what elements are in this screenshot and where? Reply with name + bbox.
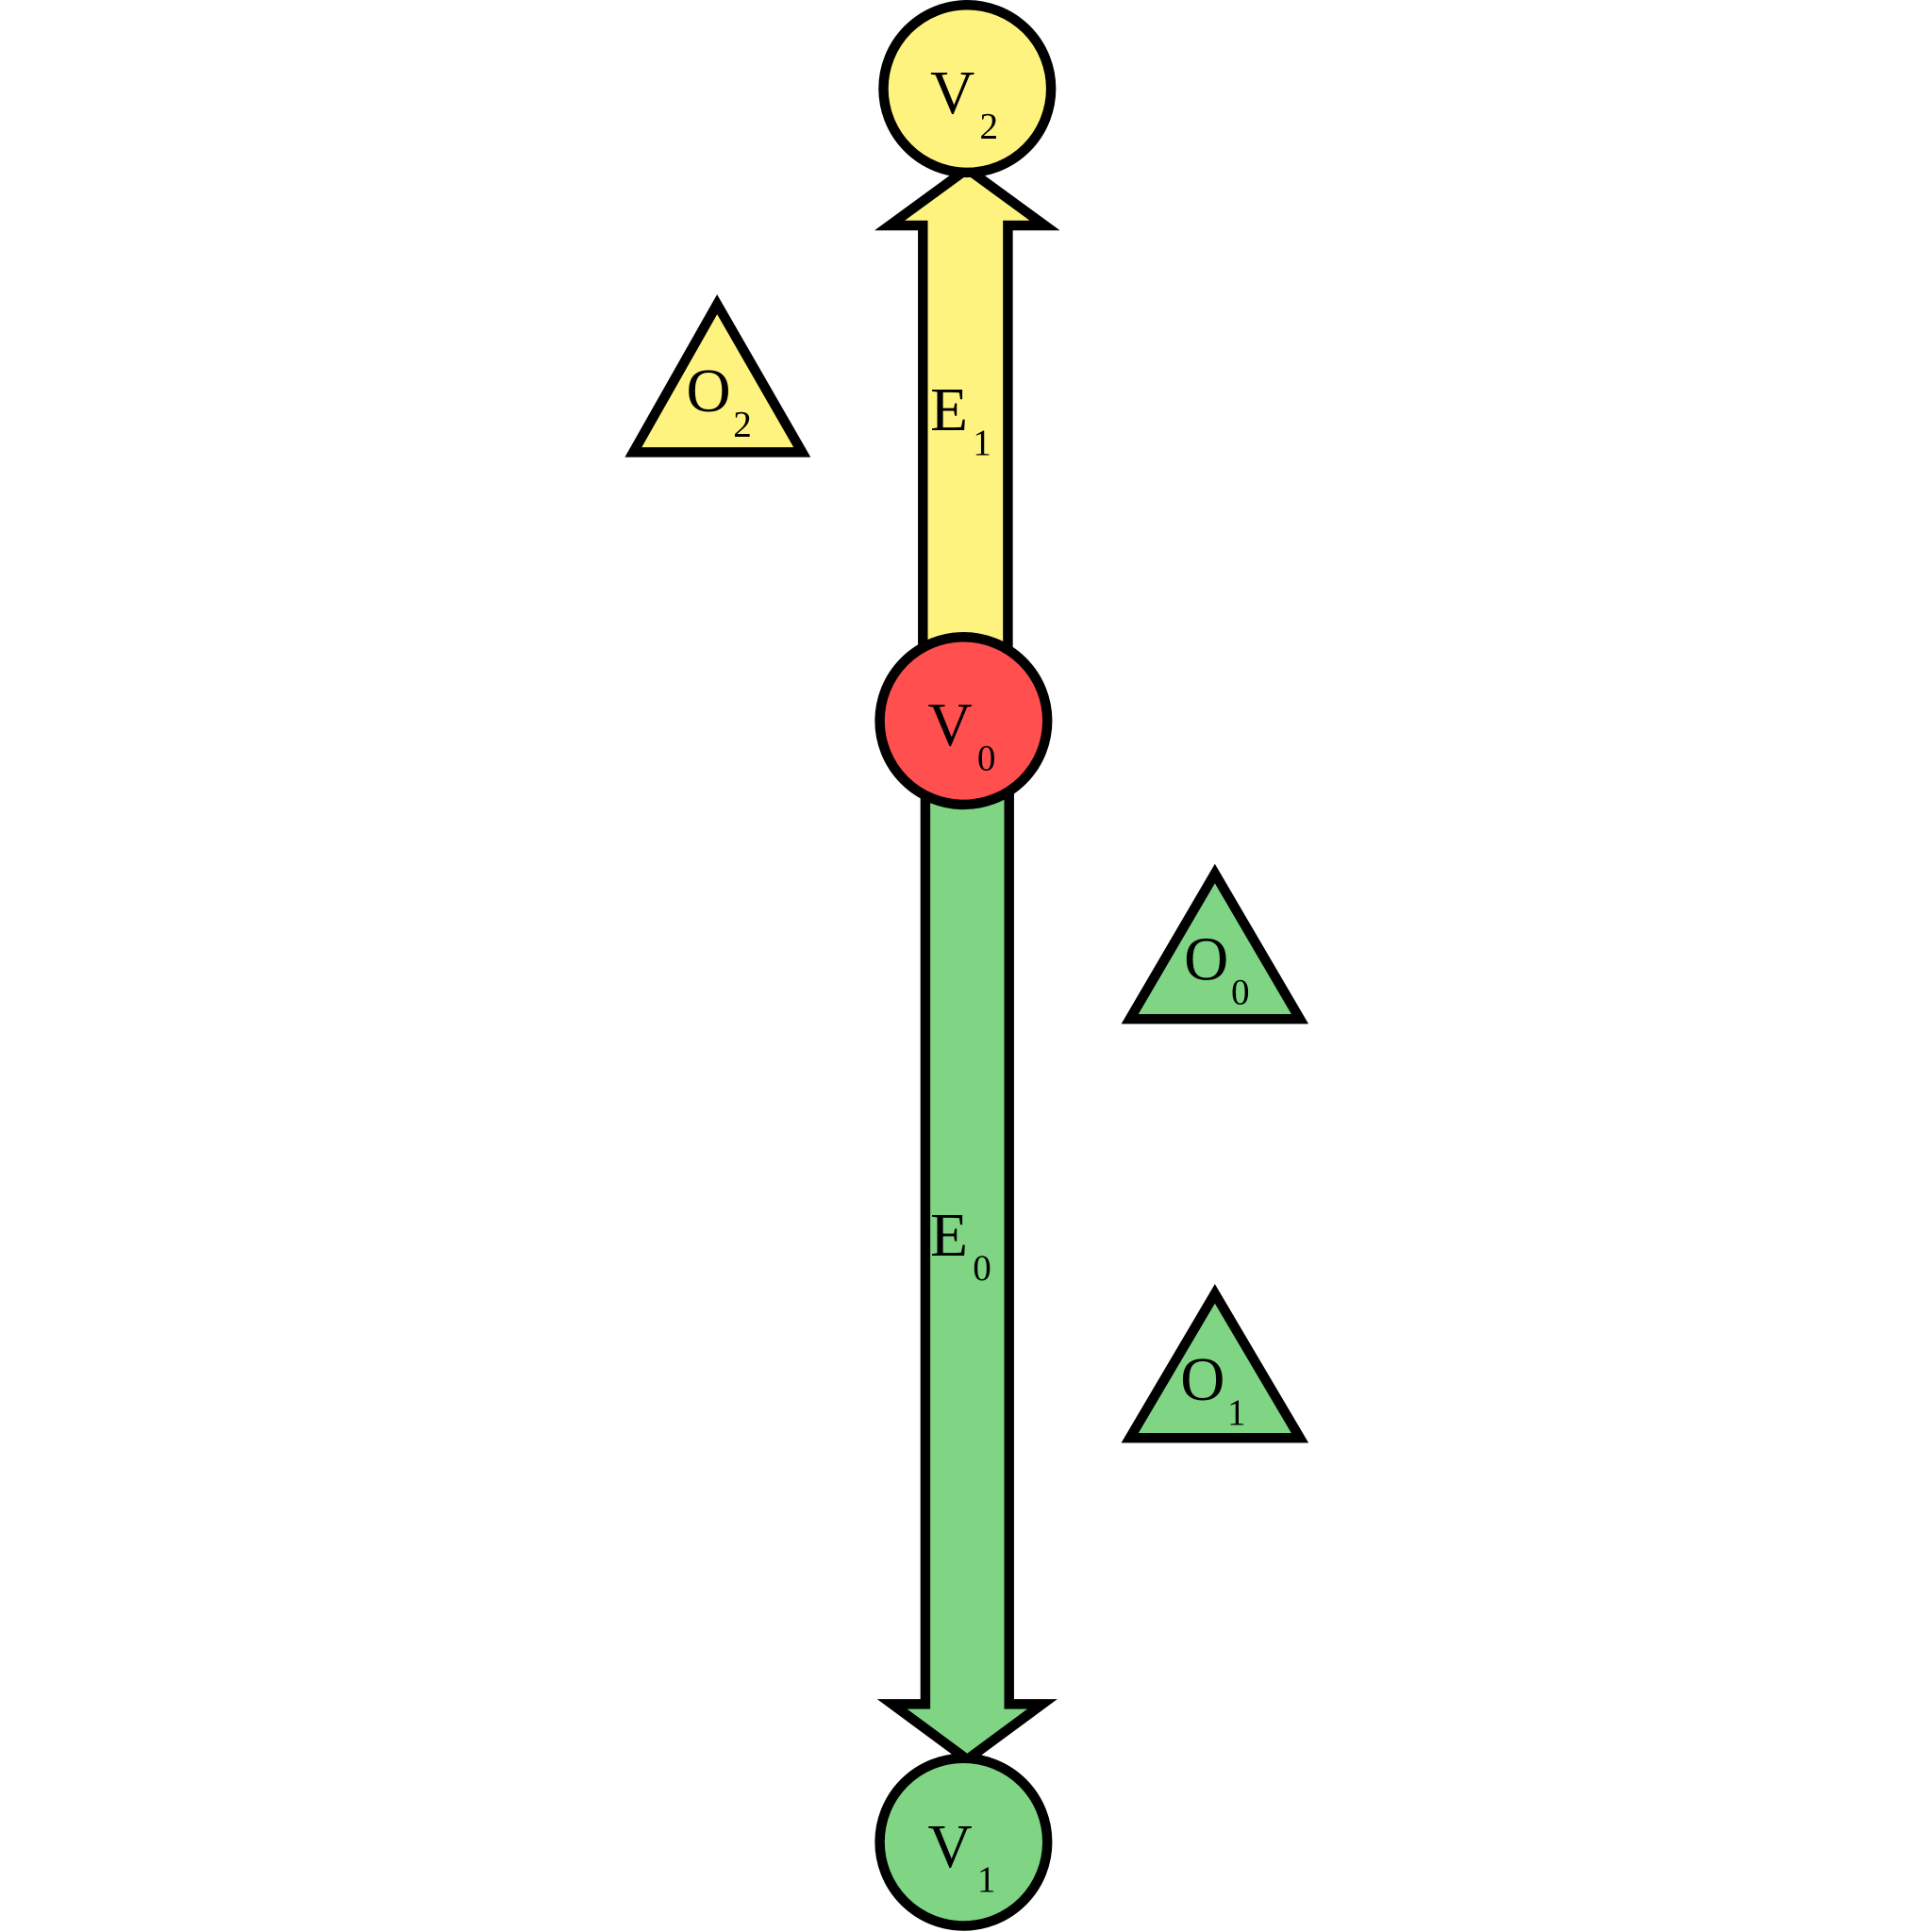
object-o0-label: O0 [1184, 925, 1249, 1012]
edge-e1-arrow [874, 162, 1060, 671]
node-v1[interactable] [874, 1753, 1053, 1931]
node-v2[interactable] [878, 0, 1057, 178]
object-o2-label: O2 [687, 358, 752, 444]
object-o0[interactable] [1121, 863, 1309, 1024]
object-o1-label: O1 [1180, 1346, 1245, 1433]
edge-e0-arrow [876, 771, 1058, 1766]
node-v0[interactable] [874, 632, 1053, 810]
object-o1[interactable] [1121, 1284, 1309, 1443]
object-o2[interactable] [625, 294, 811, 458]
